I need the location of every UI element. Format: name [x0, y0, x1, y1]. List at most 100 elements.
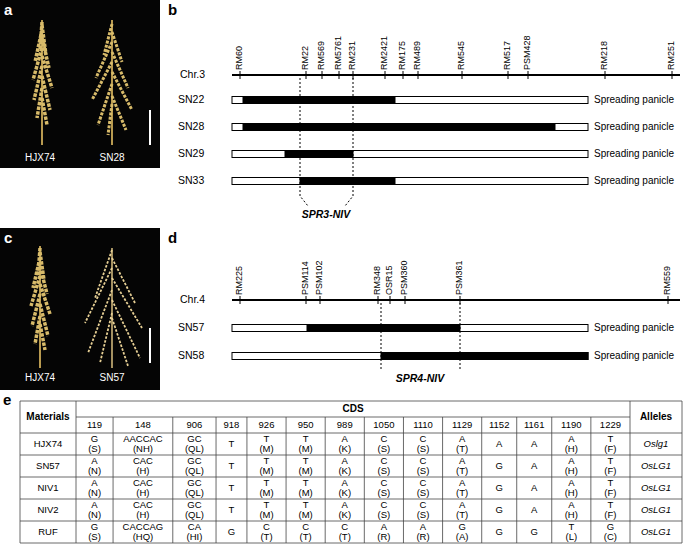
photo-background	[0, 0, 160, 168]
table-cell: T	[229, 439, 235, 449]
table-cell: A (K)	[338, 478, 351, 498]
table-cell: T (F)	[604, 478, 616, 498]
table-cell: A	[531, 505, 537, 515]
table-rule	[481, 417, 482, 543]
panel-letter: c	[4, 230, 12, 246]
marker-name: RM175	[398, 41, 407, 70]
marker-name: OSR15	[385, 265, 394, 295]
phenotype: Spreading panicle	[594, 351, 674, 362]
table-cell: T (M)	[299, 500, 313, 520]
table-cell: G	[531, 527, 538, 537]
panel-letter: d	[168, 230, 177, 246]
table-cell: A (T)	[456, 456, 468, 476]
phenotype: Spreading panicle	[594, 176, 674, 187]
table-cell: A (K)	[338, 456, 351, 476]
material-name: HJX74	[34, 439, 63, 449]
chromosome-line	[232, 299, 680, 301]
table-cell: T (F)	[604, 456, 616, 476]
table-cell: A (T)	[456, 434, 468, 454]
chromosome-name: Chr.4	[180, 294, 205, 305]
table-rule	[364, 417, 365, 543]
table-cell: GC (QL)	[185, 478, 204, 498]
phenotype: Spreading panicle	[594, 122, 674, 133]
marker-name: RM2421	[380, 36, 389, 70]
table-cell: G	[496, 505, 503, 515]
table-cell: AACCAC (NH)	[123, 434, 163, 454]
table-header: CDS	[342, 404, 363, 415]
table-rule	[216, 417, 217, 543]
cds-position: 148	[135, 420, 151, 430]
table-cell: A (T)	[456, 500, 468, 520]
line-name: SN28	[178, 121, 204, 132]
table-rule	[442, 417, 443, 543]
table-cell: C (S)	[417, 456, 430, 476]
photo-label: SN57	[99, 373, 124, 384]
cds-position: 906	[186, 420, 202, 430]
table-cell: G	[228, 527, 235, 537]
table-cell: G	[496, 461, 503, 471]
table-cell: T (M)	[259, 434, 273, 454]
line-name: SN57	[178, 322, 204, 333]
cds-position: 1152	[489, 420, 509, 430]
table-rule	[325, 417, 326, 543]
table-rule	[590, 417, 591, 543]
marker-name: RM517	[503, 41, 512, 70]
photo-label: HJX74	[25, 153, 55, 164]
locus-name: SPR4-NIV	[396, 373, 444, 384]
table-rule	[516, 417, 517, 543]
table-cell: A (K)	[338, 434, 351, 454]
table-cell: C (T)	[339, 522, 351, 542]
marker-name: RM218	[600, 41, 609, 70]
panel-letter: a	[4, 2, 12, 18]
marker-name: PSM114	[301, 261, 310, 295]
table-cell: A (T)	[456, 478, 468, 498]
material-name: RUF	[38, 527, 58, 537]
line-name: SN33	[178, 175, 204, 186]
marker-name: RM559	[663, 266, 672, 295]
table-cell: T (M)	[259, 500, 273, 520]
table-header: Alleles	[640, 412, 672, 423]
table-rule	[113, 417, 114, 543]
table-cell: A (H)	[565, 456, 578, 476]
material-name: NIV1	[37, 483, 58, 493]
table-cell: T	[229, 461, 235, 471]
table-cell: T (M)	[259, 456, 273, 476]
table-cell: T	[229, 483, 235, 493]
table-cell: T (F)	[604, 434, 616, 454]
cds-position: 1129	[452, 420, 472, 430]
panel-letter: b	[168, 2, 177, 18]
material-name: SN57	[36, 461, 60, 471]
table-rule	[76, 401, 77, 543]
table-cell: GC (QL)	[185, 434, 204, 454]
photo-label: HJX74	[25, 373, 55, 384]
table-cell: A (H)	[565, 500, 578, 520]
cds-position: 918	[224, 420, 240, 430]
line-name: SN58	[178, 350, 204, 361]
cds-position: 950	[298, 420, 314, 430]
marker-name: PSM361	[455, 260, 464, 295]
material-name: NIV2	[37, 505, 58, 515]
genotype-bars	[232, 97, 588, 185]
table-cell: A	[531, 439, 537, 449]
table-cell: CAC (H)	[133, 478, 153, 498]
allele-name: OsLG1	[641, 483, 671, 493]
table-cell: G	[496, 483, 503, 493]
table-cell: CAC (H)	[133, 456, 153, 476]
table-cell: A (H)	[565, 478, 578, 498]
cds-position: 1050	[373, 420, 394, 430]
marker-name: RM22	[301, 46, 310, 70]
table-cell: C (S)	[378, 478, 391, 498]
marker-name: RM545	[457, 41, 466, 70]
genotype-bars	[232, 325, 588, 360]
table-cell: C (S)	[417, 434, 430, 454]
panicle	[33, 22, 52, 125]
table-rule	[286, 417, 287, 543]
allele-name: OsLG1	[641, 505, 671, 515]
table-cell: G	[496, 527, 503, 537]
marker-name: RM60	[235, 46, 244, 70]
table-rule	[630, 401, 631, 543]
cds-position: 1110	[413, 420, 433, 430]
table-rule	[20, 521, 682, 522]
marker-name: RM489	[413, 41, 422, 70]
table-rule	[20, 477, 682, 478]
